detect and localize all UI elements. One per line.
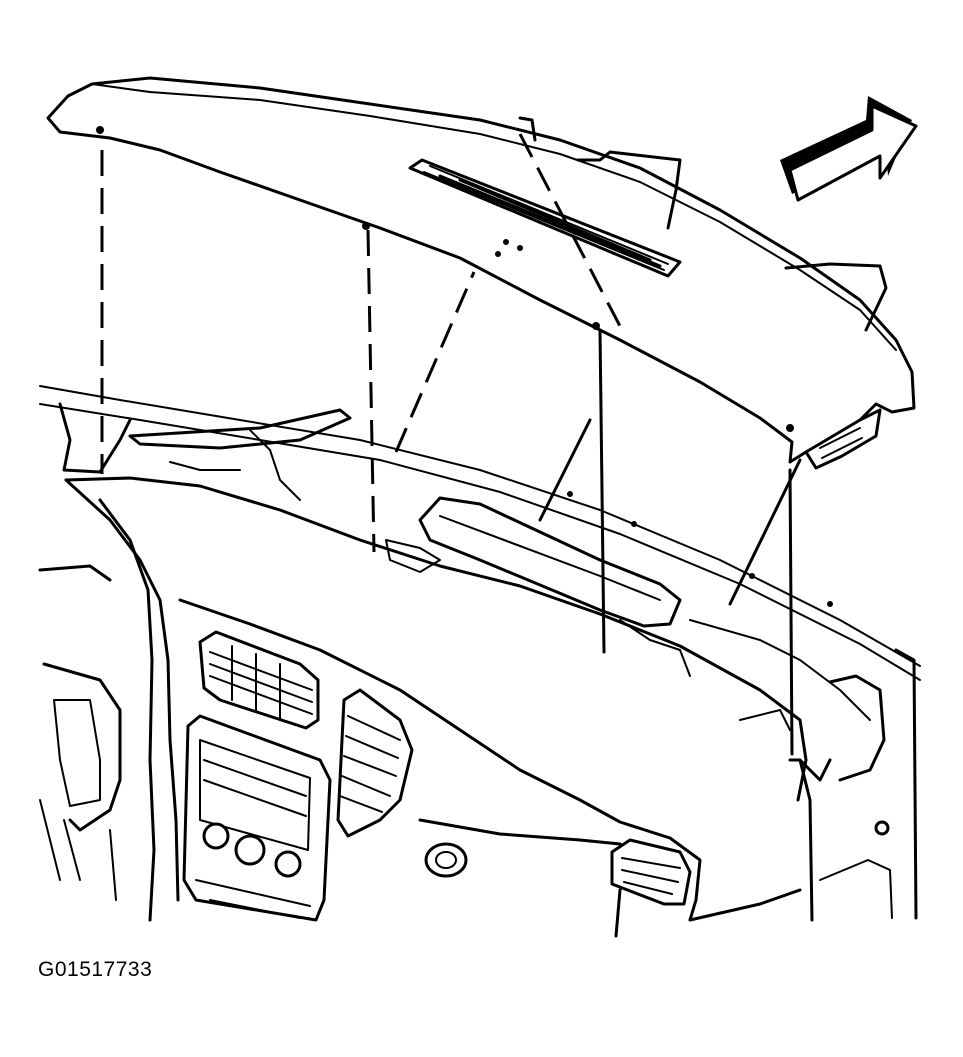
- defroster-grille-slats: [423, 165, 669, 271]
- instrument-panel-upper-trim-diagram: [38, 76, 921, 938]
- defroster-duct: [169, 429, 918, 922]
- center-stack-controls: [182, 714, 332, 922]
- instrument-panel-body: [38, 385, 921, 922]
- center-air-vent: [198, 630, 320, 730]
- direction-arrow-icon: [780, 96, 918, 202]
- right-corner-vent: [610, 838, 692, 938]
- side-air-vent: [336, 688, 414, 838]
- upper-trim-pad: [46, 76, 916, 470]
- alignment-guides: [100, 133, 802, 756]
- figure-code: G01517733: [38, 958, 153, 981]
- hazard-switch: [424, 842, 468, 878]
